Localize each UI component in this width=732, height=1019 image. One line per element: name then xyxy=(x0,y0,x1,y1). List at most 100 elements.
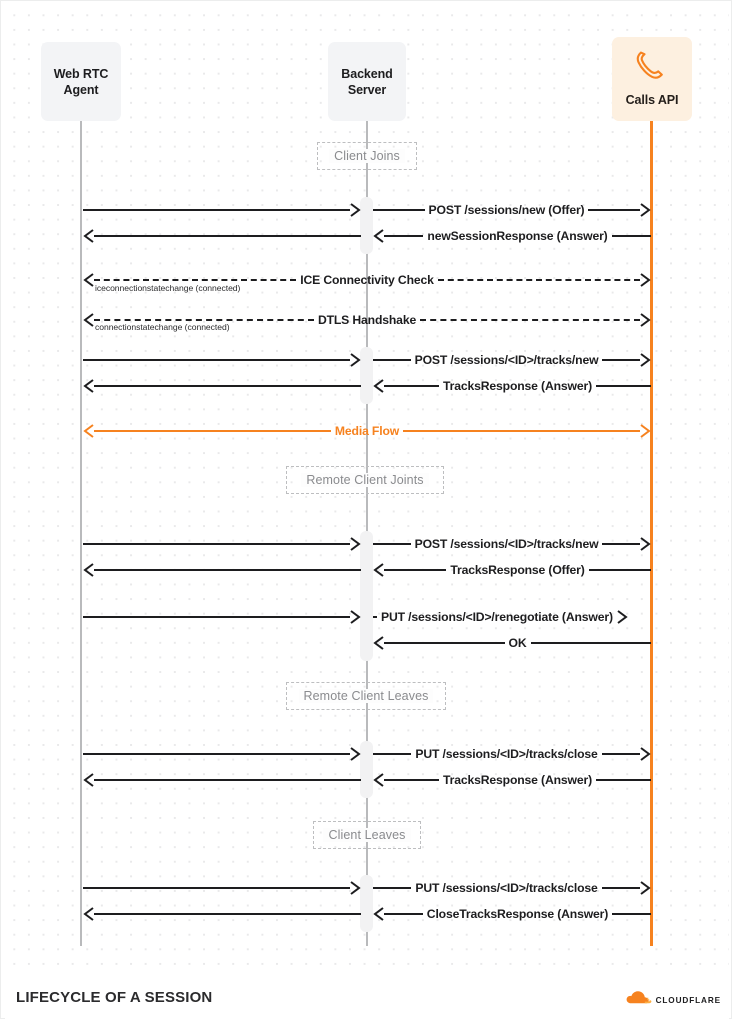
message-line xyxy=(420,319,641,321)
message-line xyxy=(595,385,652,387)
message-line xyxy=(403,430,640,432)
activation-bar xyxy=(360,197,373,254)
message-m14-label: PUT /sessions/<ID>/tracks/close xyxy=(415,881,598,895)
arrowhead-right xyxy=(350,609,361,625)
section-label-text: Client Leaves xyxy=(323,828,411,842)
message-line xyxy=(530,642,652,644)
message-line xyxy=(601,887,641,889)
message-line xyxy=(373,209,425,211)
arrowhead-left xyxy=(83,228,94,244)
message-m13-right-segment: TracksResponse (Answer) xyxy=(373,771,652,789)
section-label-text: Client Joins xyxy=(329,149,405,163)
message-line xyxy=(94,913,361,915)
arrowhead-left xyxy=(83,378,94,394)
activation-bar xyxy=(360,875,373,932)
arrowhead-right xyxy=(640,202,651,218)
arrowhead-right xyxy=(617,609,628,625)
message-m4-label: DTLS Handshake xyxy=(317,313,417,327)
message-m15-left-segment xyxy=(83,905,361,923)
arrowhead-left xyxy=(373,562,384,578)
message-m7-full-segment: Media Flow xyxy=(83,422,651,440)
message-line xyxy=(588,569,652,571)
message-line xyxy=(602,359,641,361)
arrowhead-right xyxy=(640,423,651,439)
message-line xyxy=(384,913,423,915)
message-line xyxy=(94,235,361,237)
message-m15-label: CloseTracksResponse (Answer) xyxy=(426,907,609,921)
arrowhead-left xyxy=(83,772,94,788)
message-line xyxy=(83,616,350,618)
message-m6-right-segment: TracksResponse (Answer) xyxy=(373,377,652,395)
message-line xyxy=(384,642,505,644)
arrowhead-left xyxy=(373,378,384,394)
footer-title: LIFECYCLE OF A SESSION xyxy=(16,989,213,1006)
arrowhead-right xyxy=(350,746,361,762)
message-line xyxy=(602,543,641,545)
message-m5-right-segment: POST /sessions/<ID>/tracks/new xyxy=(373,351,651,369)
message-m9-right-segment: TracksResponse (Offer) xyxy=(373,561,652,579)
arrowhead-left xyxy=(83,312,94,328)
section-label-remote-client-leaves: Remote Client Leaves xyxy=(286,682,446,710)
message-line xyxy=(595,779,652,781)
arrowhead-right xyxy=(640,272,651,288)
message-line xyxy=(83,359,350,361)
message-m11-label: OK xyxy=(508,636,527,650)
section-label-text: Remote Client Leaves xyxy=(298,689,434,703)
arrowhead-right xyxy=(350,880,361,896)
actor-webrtc-agent-label: Web RTC Agent xyxy=(53,66,109,97)
actor-webrtc-agent[interactable]: Web RTC Agent xyxy=(41,42,121,121)
arrowhead-right xyxy=(640,352,651,368)
actor-calls-api-label: Calls API xyxy=(625,92,679,107)
section-label-remote-client-joints: Remote Client Joints xyxy=(286,466,444,494)
message-line xyxy=(437,279,641,281)
message-line xyxy=(373,543,411,545)
message-line xyxy=(83,543,350,545)
message-line xyxy=(94,569,361,571)
message-line xyxy=(94,779,361,781)
arrowhead-left xyxy=(83,562,94,578)
cloudflare-brand-text: CLOUDFLARE xyxy=(655,995,721,1005)
message-m8-right-segment: POST /sessions/<ID>/tracks/new xyxy=(373,535,651,553)
message-m7-label: Media Flow xyxy=(334,424,400,438)
message-m1-left-segment xyxy=(83,201,361,219)
actor-calls-api[interactable]: Calls API xyxy=(612,37,692,121)
message-line xyxy=(384,235,424,237)
message-line xyxy=(373,359,411,361)
message-line xyxy=(601,753,641,755)
phone-icon xyxy=(636,51,668,86)
message-m14-right-segment: PUT /sessions/<ID>/tracks/close xyxy=(373,879,651,897)
message-m2-label: newSessionResponse (Answer) xyxy=(427,229,608,243)
message-m2-right-segment: newSessionResponse (Answer) xyxy=(373,227,652,245)
message-m6-label: TracksResponse (Answer) xyxy=(443,379,592,393)
message-m3-full-segment: ICE Connectivity Check xyxy=(83,271,651,289)
message-m10-label: PUT /sessions/<ID>/renegotiate (Answer) xyxy=(381,610,613,624)
arrowhead-left xyxy=(83,906,94,922)
arrowhead-right xyxy=(640,536,651,552)
message-line xyxy=(588,209,640,211)
section-label-client-leaves: Client Leaves xyxy=(313,821,421,849)
cloudflare-brand: CLOUDFLARE xyxy=(626,991,721,1009)
arrowhead-right xyxy=(640,880,651,896)
message-m4-note: connectionstatechange (connected) xyxy=(95,322,230,332)
lifeline-calls-api xyxy=(650,121,653,946)
arrowhead-right xyxy=(350,352,361,368)
section-label-client-joins: Client Joins xyxy=(317,142,417,170)
message-m5-label: POST /sessions/<ID>/tracks/new xyxy=(414,353,599,367)
message-m13-label: TracksResponse (Answer) xyxy=(443,773,592,787)
actor-backend-server[interactable]: Backend Server xyxy=(328,42,406,121)
message-m11-right-segment: OK xyxy=(373,634,652,652)
footer: LIFECYCLE OF A SESSION CLOUDFLARE xyxy=(5,977,729,1019)
message-line xyxy=(83,887,350,889)
message-line xyxy=(94,319,314,321)
arrowhead-left xyxy=(373,906,384,922)
message-m13-left-segment xyxy=(83,771,361,789)
message-line xyxy=(94,279,297,281)
message-line xyxy=(384,569,447,571)
arrowhead-right xyxy=(350,536,361,552)
arrowhead-left xyxy=(373,228,384,244)
message-line xyxy=(373,887,412,889)
message-line xyxy=(611,235,652,237)
lifeline-webrtc-agent xyxy=(80,121,82,946)
arrowhead-right xyxy=(640,312,651,328)
